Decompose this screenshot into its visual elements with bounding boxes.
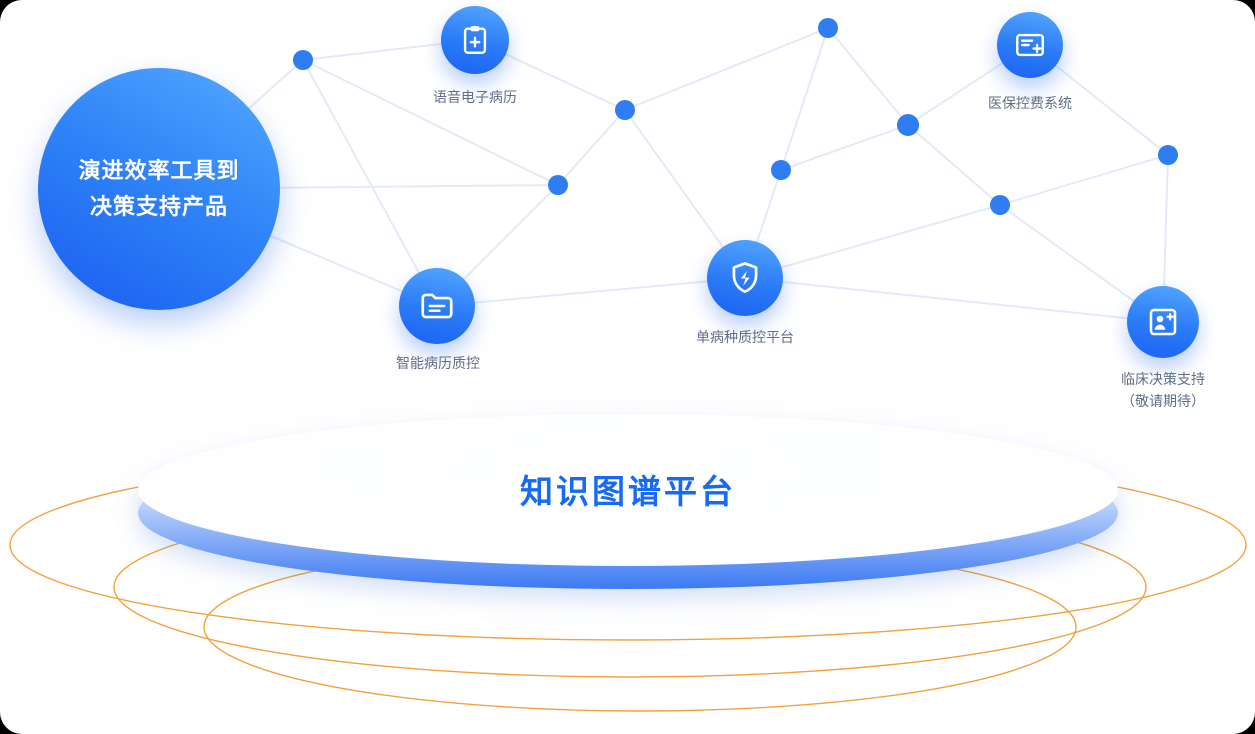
network-edge: [436, 277, 746, 307]
hero-title-line2: 决策支持产品: [89, 194, 228, 219]
network-edge: [744, 277, 1164, 323]
network-edge: [302, 59, 559, 186]
node-record-qc-label: 智能病历质控: [396, 355, 480, 371]
network-dot: [990, 195, 1010, 215]
node-voice-emr-label: 语音电子病历: [433, 89, 517, 105]
network-dot: [818, 18, 838, 38]
doctor-photo-icon: [1145, 304, 1181, 340]
network-edge: [302, 59, 438, 307]
network-edge: [827, 27, 909, 126]
platform-disk-top: [138, 414, 1118, 566]
network-dot: [1158, 145, 1178, 165]
network-edge: [780, 124, 909, 171]
node-single-disease-qc-label: 单病种质控平台: [696, 329, 794, 345]
network-dot: [771, 160, 791, 180]
shield-lightning-icon: [726, 259, 764, 297]
node-record-qc: [399, 268, 475, 344]
node-voice-emr: [441, 6, 509, 74]
node-clinical-decision: [1127, 286, 1199, 358]
hero-circle: 演进效率工具到 决策支持产品: [38, 68, 280, 310]
clipboard-plus-icon: [458, 23, 492, 57]
network-dot: [293, 50, 313, 70]
folder-files-icon: [418, 287, 456, 325]
network-dot: [548, 175, 568, 195]
node-clinical-decision-label-line1: 临床决策支持: [1121, 371, 1205, 387]
network-dot: [615, 100, 635, 120]
network-edge: [557, 109, 626, 186]
node-single-disease-qc: [707, 240, 783, 316]
network-dot: [897, 114, 919, 136]
platform-title: 知识图谱平台: [520, 473, 736, 510]
node-clinical-decision-label: 临床决策支持 （敬请期待）: [1063, 368, 1255, 412]
node-insurance-control-label: 医保控费系统: [988, 95, 1072, 111]
hero-title-line1: 演进效率工具到: [78, 158, 240, 183]
network-edge: [780, 27, 829, 171]
node-clinical-decision-label-line2: （敬请期待）: [1121, 393, 1205, 409]
node-insurance-control: [997, 12, 1063, 78]
network-edge: [907, 124, 1001, 206]
network-edge: [744, 204, 1001, 279]
medical-report-icon: [1013, 28, 1047, 62]
network-dots: [293, 18, 1178, 215]
network-edge: [624, 27, 829, 111]
network-edge: [999, 154, 1169, 206]
